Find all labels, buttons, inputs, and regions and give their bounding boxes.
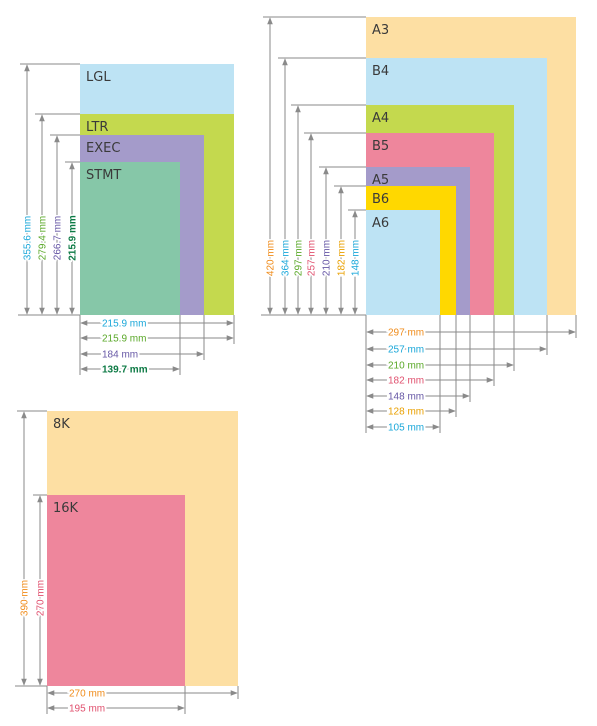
width-label-exec: 184 mm xyxy=(102,350,138,361)
height-label-8k: 390 mm xyxy=(20,580,31,616)
height-label-a5: 210 mm xyxy=(322,240,333,276)
sheet-label-8k: 8K xyxy=(53,417,70,432)
sheet-label-16k: 16K xyxy=(53,501,79,516)
height-label-ltr: 279.4 mm xyxy=(38,216,49,260)
dimension-lines-layer xyxy=(15,16,577,714)
sheets-layer xyxy=(47,17,576,686)
sheet-16k xyxy=(47,495,185,686)
labels-layer: LGL 355.6 mm 215.9 mm LTR 279.4 mm 215.9 mm EX… xyxy=(18,23,426,717)
height-label-b4: 364 mm xyxy=(281,240,292,276)
height-label-16k: 270 mm xyxy=(36,580,47,616)
sheet-label-ltr: LTR xyxy=(86,120,108,135)
sheet-label-lgl: LGL xyxy=(86,70,111,85)
sheet-label-a6: A6 xyxy=(372,216,389,231)
width-label-lgl: 215.9 mm xyxy=(102,319,146,330)
width-label-b5: 182 mm xyxy=(388,376,424,387)
width-label-8k: 270 mm xyxy=(69,689,105,700)
height-label-b6: 182 mm xyxy=(337,240,348,276)
height-label-a3: 420 mm xyxy=(266,240,277,276)
width-label-a5: 148 mm xyxy=(388,392,424,403)
width-label-a3: 297 mm xyxy=(388,328,424,339)
sheet-label-a5: A5 xyxy=(372,173,389,188)
width-label-16k: 195 mm xyxy=(69,704,105,715)
sheet-label-b4: B4 xyxy=(372,64,389,79)
height-label-b5: 257 mm xyxy=(307,240,318,276)
sheet-label-b5: B5 xyxy=(372,139,389,154)
width-label-ltr: 215.9 mm xyxy=(102,334,146,345)
sheet-label-exec: EXEC xyxy=(86,141,120,156)
height-label-a6: 148 mm xyxy=(351,240,362,276)
sheet-label-stmt: STMT xyxy=(86,168,121,183)
width-label-b4: 257 mm xyxy=(388,345,424,356)
width-label-a6: 105 mm xyxy=(388,423,424,434)
sheet-label-b6: B6 xyxy=(372,192,389,207)
sheet-label-a3: A3 xyxy=(372,23,389,38)
sheet-a6 xyxy=(366,210,440,315)
sheet-label-a4: A4 xyxy=(372,111,389,126)
sheet-stmt xyxy=(80,162,180,315)
width-label-b6: 128 mm xyxy=(388,407,424,418)
height-label-a4: 297 mm xyxy=(294,240,305,276)
height-label-stmt: 215.9 mm xyxy=(68,215,79,261)
width-label-stmt: 139.7 mm xyxy=(102,365,148,376)
height-label-exec: 266.7 mm xyxy=(53,216,64,260)
height-label-lgl: 355.6 mm xyxy=(23,216,34,260)
width-label-a4: 210 mm xyxy=(388,361,424,372)
